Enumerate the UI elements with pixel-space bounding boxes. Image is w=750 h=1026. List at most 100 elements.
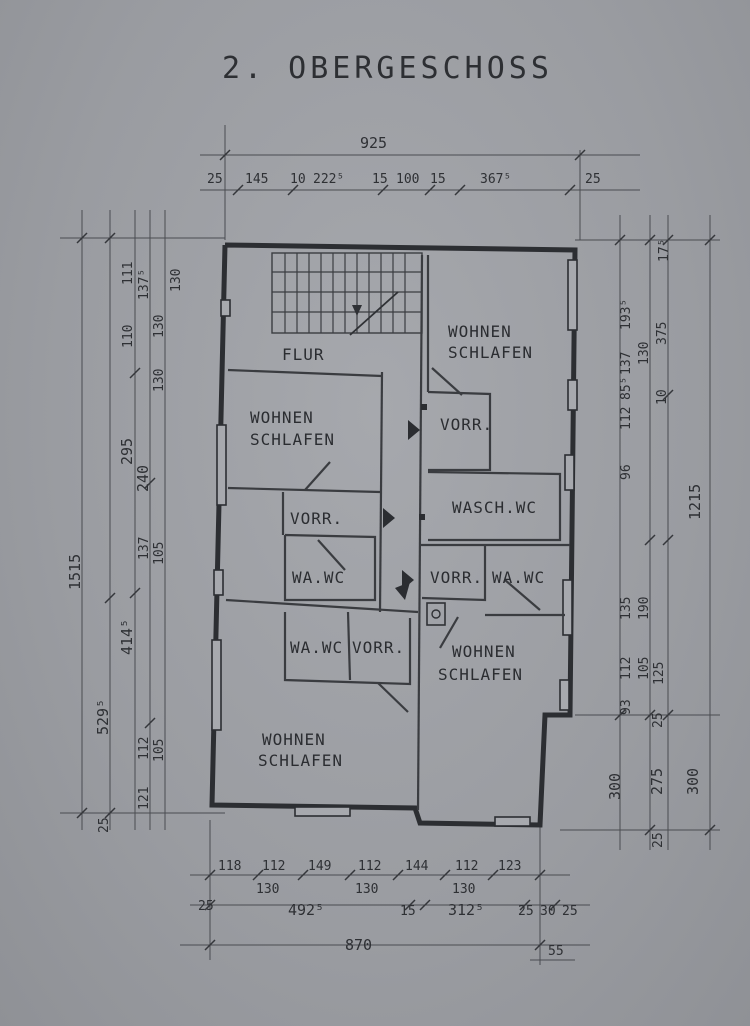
dim-right-1935: 193⁵ — [619, 299, 634, 330]
room-label-flur: FLUR — [282, 345, 325, 364]
dim-right-375: 375 — [655, 322, 670, 345]
dim-left-112: 112 — [137, 737, 152, 760]
room-label-wa-wc-w: WA.WC — [292, 568, 345, 587]
dim-right-300a: 300 — [606, 773, 624, 800]
dim-bottom-25b: 25 — [518, 904, 534, 919]
window — [564, 454, 575, 491]
dim-right-1215: 1215 — [686, 484, 704, 520]
dim-left-25: 25 — [97, 817, 112, 833]
dim-right-300b: 300 — [684, 768, 702, 795]
bottom-dimension-lines — [180, 820, 590, 965]
direction-arrow — [395, 582, 410, 600]
direction-arrow — [402, 570, 414, 590]
staircase — [271, 252, 423, 336]
dim-bottom-3125: 312⁵ — [448, 901, 484, 919]
exterior-walls — [209, 242, 578, 828]
room-label-nw-schlafen: SCHLAFEN — [250, 430, 335, 449]
dim-left-295: 295 — [118, 438, 136, 465]
dim-right-112: 112 — [619, 407, 634, 430]
window — [494, 816, 531, 827]
room-label-sw-schlafen: SCHLAFEN — [258, 751, 343, 770]
dim-right-25a: 25 — [651, 712, 666, 728]
dim-top-145: 145 — [245, 172, 268, 187]
dim-left-1375: 137⁵ — [137, 269, 152, 300]
dim-bottom-112b: 112 — [358, 859, 381, 874]
dim-bottom-112a: 112 — [262, 859, 285, 874]
dim-bottom-144: 144 — [405, 859, 429, 874]
dim-left-137: 137 — [137, 537, 152, 560]
dim-left-5295: 529⁵ — [94, 699, 112, 735]
dim-left-121: 121 — [137, 787, 152, 810]
room-label-nw-wohnen: WOHNEN — [250, 408, 314, 427]
room-label-se-wohnen: WOHNEN — [452, 642, 516, 661]
dim-top-100: 100 — [396, 172, 419, 187]
direction-arrow — [408, 420, 420, 440]
dim-bottom-25: 25 — [198, 899, 214, 914]
dim-right-275: 275 — [648, 768, 666, 795]
window — [211, 639, 222, 731]
dim-bottom-30: 30 — [540, 904, 556, 919]
dim-top-2225: 222⁵ — [313, 172, 344, 187]
room-label-se-schlafen: SCHLAFEN — [438, 665, 523, 684]
room-label-ne-schlafen: SCHLAFEN — [448, 343, 533, 362]
dim-top-15a: 15 — [372, 172, 388, 187]
dim-right-93: 93 — [619, 699, 634, 715]
dim-left-110: 110 — [121, 325, 136, 348]
plan-title: 2. OBERGESCHOSS — [222, 51, 553, 86]
dim-right-135: 135 — [619, 597, 634, 620]
dim-left-130c: 130 — [169, 269, 184, 292]
dim-right-175: 17⁵ — [657, 239, 672, 262]
dim-top-total: 925 — [360, 134, 387, 152]
dim-right-96: 96 — [619, 464, 634, 480]
dim-right-10: 10 — [655, 389, 670, 405]
dim-right-25b: 25 — [651, 832, 666, 848]
interior-walls — [225, 254, 570, 811]
window — [562, 579, 573, 636]
dim-bottom-130b: 130 — [355, 882, 378, 897]
door-symbols — [304, 367, 541, 713]
room-label-wa-wc-e: WA.WC — [492, 568, 545, 587]
dim-bottom-15: 15 — [400, 904, 416, 919]
window — [567, 379, 578, 411]
dim-left-240: 240 — [134, 465, 152, 492]
dim-top-25b: 25 — [585, 172, 601, 187]
dim-bottom-130c: 130 — [452, 882, 475, 897]
shaft — [426, 602, 446, 626]
right-dimension-lines — [560, 215, 720, 850]
dim-left-105a: 105 — [152, 739, 167, 762]
dim-top-3675: 367⁵ — [480, 172, 511, 187]
dim-bottom-123: 123 — [498, 859, 521, 874]
dim-left-111: 111 — [121, 262, 136, 285]
dim-right-130: 130 — [637, 342, 652, 365]
dim-left-130a: 130 — [152, 369, 167, 392]
room-label-ne-wohnen: WOHNEN — [448, 322, 512, 341]
dim-right-190: 190 — [637, 597, 652, 620]
dim-left-105b: 105 — [152, 542, 167, 565]
top-dimension-lines — [200, 125, 640, 240]
direction-arrow — [383, 508, 395, 528]
window — [294, 806, 351, 817]
dim-bottom-25c: 25 — [562, 904, 578, 919]
window — [220, 299, 231, 317]
dim-bottom-130a: 130 — [256, 882, 279, 897]
dim-left-1515: 1515 — [66, 554, 84, 590]
room-label-wasch-wc: WASCH.WC — [452, 498, 537, 517]
room-label-sw-wohnen: WOHNEN — [262, 730, 326, 749]
window — [216, 424, 227, 506]
dim-right-137: 137 — [619, 352, 634, 375]
dim-top-10: 10 — [290, 172, 306, 187]
dim-top-25a: 25 — [207, 172, 223, 187]
left-dimension-lines — [60, 210, 225, 830]
dim-bottom-55: 55 — [548, 944, 564, 959]
dim-left-130b: 130 — [152, 315, 167, 338]
window — [213, 569, 224, 596]
dim-right-105: 105 — [637, 657, 652, 680]
dim-right-855: 85⁵ — [619, 377, 634, 400]
dim-bottom-total: 870 — [345, 936, 372, 954]
room-label-vorr-sw: VORR. — [352, 638, 405, 657]
dim-right-112b: 112 — [619, 657, 634, 680]
dim-bottom-149: 149 — [308, 859, 331, 874]
room-label-vorr-w: VORR. — [290, 509, 343, 528]
